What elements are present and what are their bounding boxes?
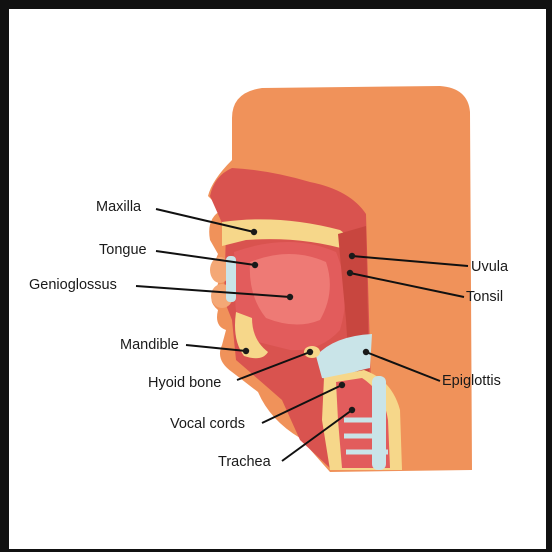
label-tongue: Tongue (99, 242, 147, 258)
label-mandible: Mandible (120, 337, 179, 353)
esophagus (372, 376, 386, 470)
tonsil-dot (347, 270, 353, 276)
mandible-dot (243, 348, 249, 354)
tongue-dot (252, 262, 258, 268)
label-epiglottis: Epiglottis (442, 373, 501, 389)
label-tonsil: Tonsil (466, 289, 503, 305)
genioglossus-dot (287, 294, 293, 300)
uvula-dot (349, 253, 355, 259)
epiglottis-dot (363, 349, 369, 355)
hyoid-bone-dot (307, 349, 313, 355)
label-hyoid-bone: Hyoid bone (148, 375, 221, 391)
trachea-dot (349, 407, 355, 413)
label-vocal-cords: Vocal cords (170, 416, 245, 432)
label-trachea: Trachea (218, 454, 272, 470)
vocal-cords-dot (339, 382, 345, 388)
label-maxilla: Maxilla (96, 199, 142, 215)
label-genioglossus: Genioglossus (29, 277, 117, 293)
maxilla-dot (251, 229, 257, 235)
label-uvula: Uvula (471, 259, 509, 275)
